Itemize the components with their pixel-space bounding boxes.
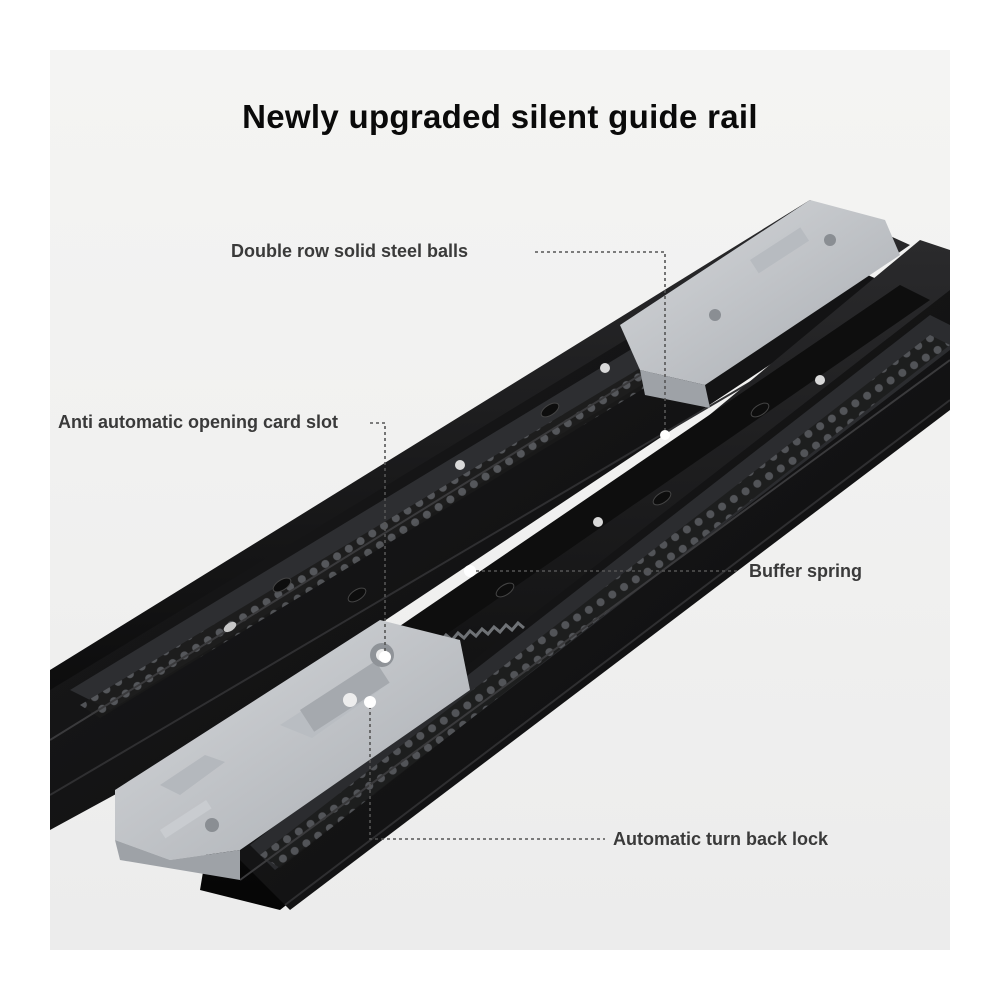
callout-card-slot: Anti automatic opening card slot xyxy=(58,412,339,432)
callout-anchor-dots xyxy=(364,430,670,708)
leader-turn-back-lock xyxy=(369,700,605,840)
left-rail-end-cap xyxy=(620,200,900,408)
leader-steel-balls xyxy=(535,251,666,435)
headline: Newly upgraded silent guide rail xyxy=(242,98,758,135)
callout-turn-back-lock: Automatic turn back lock xyxy=(613,829,829,849)
callout-leader-lines xyxy=(369,251,740,840)
leader-card-slot xyxy=(370,422,386,655)
callout-buffer-spring: Buffer spring xyxy=(749,561,863,581)
product-photo: Newly upgraded silent guide rail Double … xyxy=(50,50,950,950)
callout-steel-balls: Double row solid steel balls xyxy=(231,241,469,261)
drawer-slides-illustration xyxy=(50,200,950,910)
